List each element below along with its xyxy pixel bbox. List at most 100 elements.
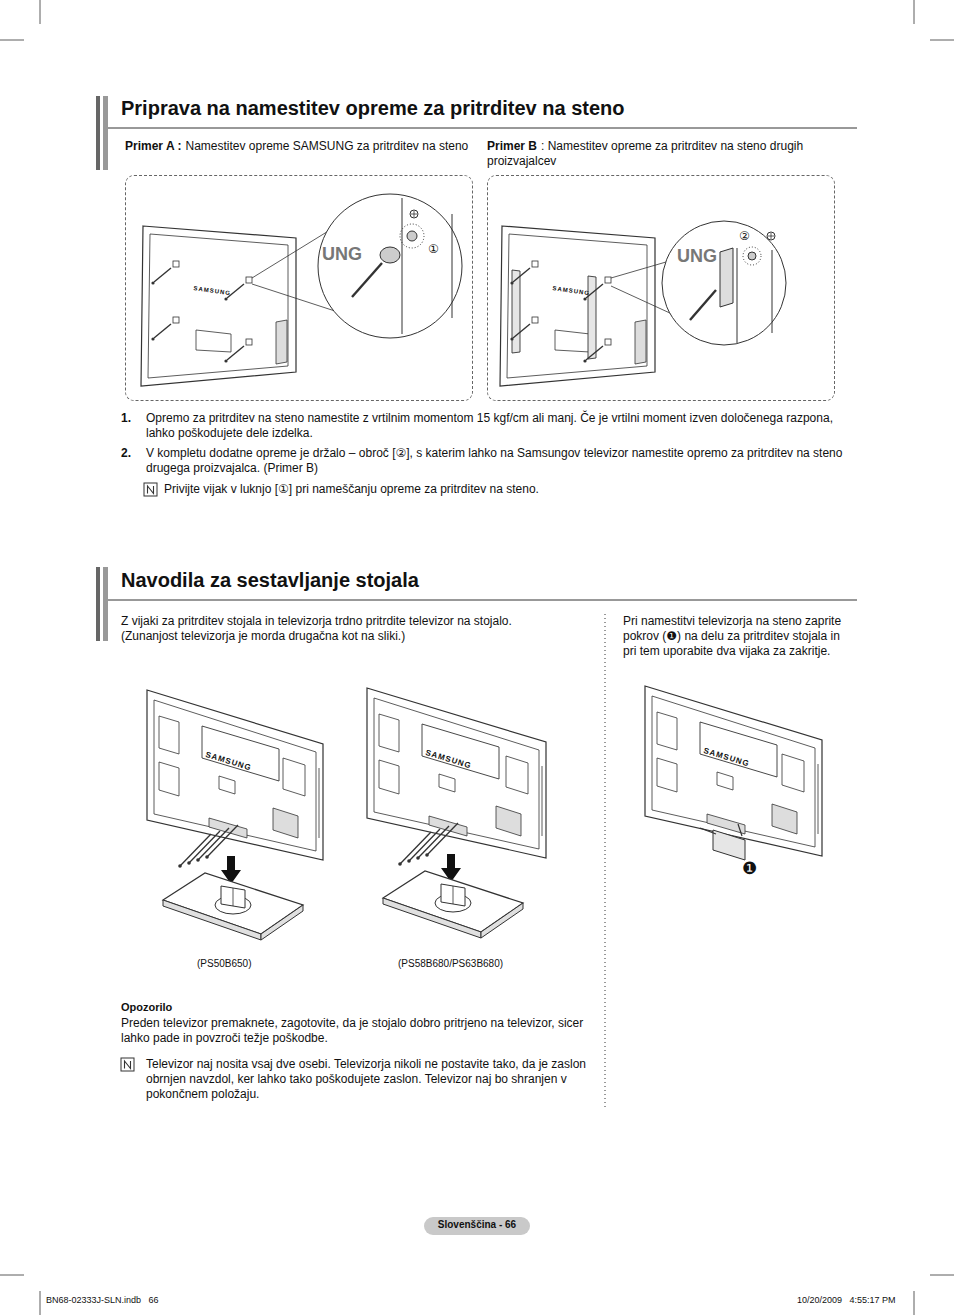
example-panel: Primer B: Namestitev opreme za pritrdite… — [483, 139, 835, 401]
screw — [154, 268, 171, 282]
screw — [189, 831, 220, 863]
screw-head — [510, 281, 513, 284]
heading-rule — [108, 128, 857, 129]
note-icon — [121, 1058, 134, 1071]
screw-head — [187, 861, 191, 865]
tv-bevel — [507, 234, 647, 378]
screw — [418, 826, 449, 858]
mount-hole — [532, 317, 538, 323]
screw-head — [224, 359, 227, 362]
section-bar — [103, 96, 108, 170]
side-edge — [319, 768, 320, 838]
stand-neck — [441, 884, 465, 906]
hole — [410, 210, 418, 218]
ring-hole — [748, 252, 756, 260]
example-label: Primer B — [487, 139, 537, 153]
note-text: Privijte vijak v luknjo [①] pri nameščan… — [164, 482, 854, 497]
bracket — [720, 248, 733, 307]
screw-head — [398, 862, 402, 866]
crop-mark — [0, 40, 24, 41]
crop-mark — [930, 40, 954, 41]
screw — [352, 263, 382, 297]
section-heading: Priprava na namestitev opreme za pritrdi… — [121, 96, 625, 121]
callout-number: ❶ — [742, 858, 757, 879]
brand-logo-fragment: UNG — [322, 243, 362, 266]
mount-hole — [173, 317, 179, 323]
note-mark — [125, 1061, 131, 1069]
note-mark — [148, 486, 154, 494]
screw — [409, 829, 440, 861]
crop-mark — [914, 0, 915, 24]
note-icon — [144, 483, 157, 496]
warning-text: Preden televizor premaknete, zagotovite,… — [121, 1016, 597, 1046]
screw — [198, 828, 229, 860]
stand-mount — [196, 330, 231, 352]
list-text: Opremo za pritrditev na steno namestite … — [146, 411, 858, 441]
zoom-line — [611, 262, 666, 278]
tv-edge — [452, 214, 453, 318]
screw-head — [151, 337, 154, 340]
tv-back — [367, 688, 546, 938]
screw-head — [510, 337, 513, 340]
note-text: Televizor naj nosita vsaj dve osebi. Tel… — [146, 1057, 598, 1102]
tv-outline — [645, 686, 822, 856]
neck-seam — [453, 886, 454, 904]
file-name: BN68-02333J-SLN.indb 66 — [46, 1295, 159, 1306]
column-divider — [605, 614, 606, 1110]
screw — [154, 324, 171, 338]
crop-mark — [40, 0, 41, 24]
hole — [407, 231, 417, 241]
crop-mark — [40, 1291, 41, 1315]
crop-mark — [914, 1291, 915, 1315]
example-label: Primer A : — [125, 139, 181, 153]
vent-panel — [379, 714, 399, 752]
panel-heading: Primer A : Namestitev opreme SAMSUNG za p… — [121, 139, 473, 154]
screw — [207, 825, 238, 857]
tv-outline — [367, 688, 546, 858]
screw — [180, 834, 211, 866]
list-text: V kompletu dodatne opreme je držalo – ob… — [146, 446, 858, 476]
dashed-frame — [125, 175, 473, 401]
screw — [427, 823, 458, 855]
screw-head — [224, 297, 227, 300]
neck-seam — [233, 888, 234, 906]
label-plate — [439, 774, 455, 792]
tv-edge — [772, 250, 773, 333]
paragraph: Z vijaki za pritrditev stojala in televi… — [121, 614, 539, 644]
example-description: Namestitev opreme SAMSUNG za pritrditev … — [185, 139, 468, 153]
stand-edge — [481, 903, 523, 938]
mount-hole — [605, 339, 611, 345]
mount-hole — [246, 277, 252, 283]
zoom-circle — [662, 221, 786, 345]
hole — [767, 232, 775, 240]
model-name: (PS50B650) — [197, 958, 251, 971]
screw — [690, 290, 716, 320]
vent-panel — [506, 756, 528, 794]
example-panel: Primer A : Namestitev opreme SAMSUNG za p… — [121, 139, 473, 401]
screw-head — [416, 856, 420, 860]
screw — [400, 832, 431, 864]
stand-edge — [261, 905, 303, 940]
list-number: 2. — [121, 446, 131, 461]
screw — [227, 346, 244, 360]
stand-cover — [713, 830, 745, 860]
connector-panel — [276, 320, 287, 364]
bracket-rail — [588, 276, 596, 359]
screw-head — [196, 858, 200, 862]
vent-panel — [379, 760, 399, 794]
label-plate — [717, 772, 733, 790]
panel-heading: Primer B: Namestitev opreme za pritrdite… — [483, 139, 835, 169]
terminal-block — [273, 808, 298, 838]
screw-head — [205, 855, 209, 859]
callout-number: ① — [428, 242, 439, 257]
ring — [743, 247, 761, 265]
screw — [586, 346, 603, 360]
mount-hole — [173, 261, 179, 267]
side-edge — [818, 764, 819, 834]
screw-head — [407, 859, 411, 863]
terminal-block — [496, 806, 521, 836]
screw — [513, 268, 530, 282]
list-number: 1. — [121, 411, 131, 426]
warning-heading: Opozorilo — [121, 1001, 172, 1015]
section-bar — [103, 567, 108, 641]
